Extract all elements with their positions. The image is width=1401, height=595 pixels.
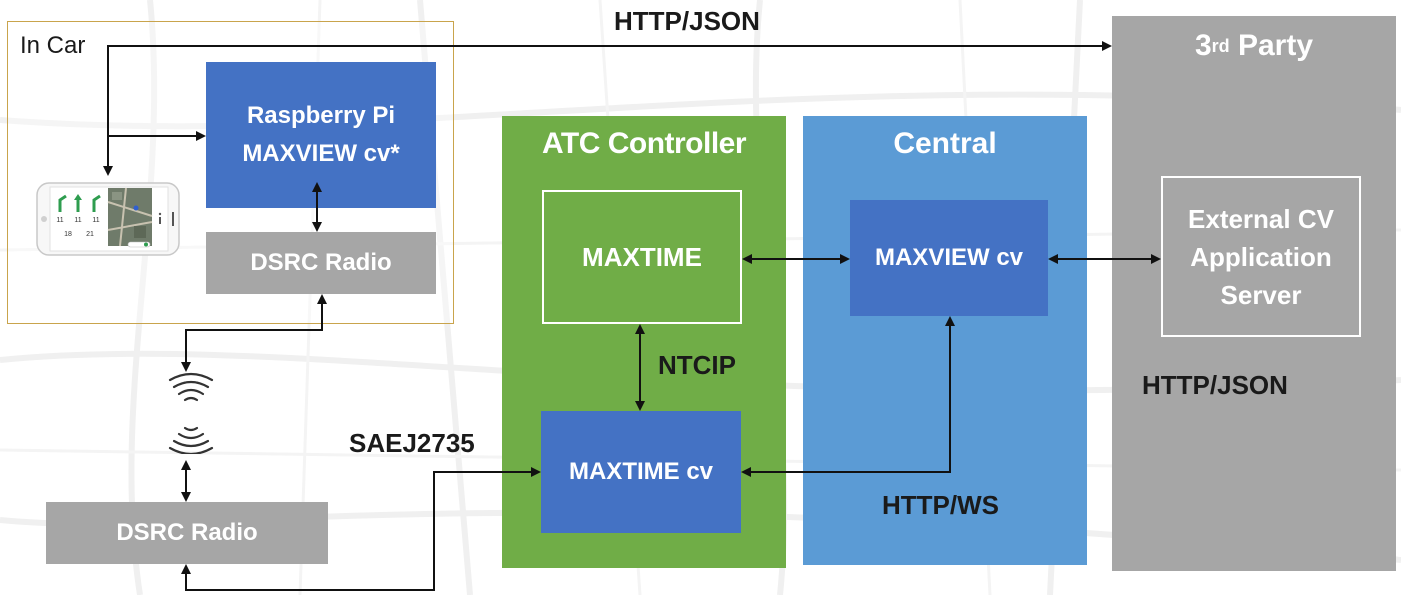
third-party-title-text: Party bbox=[1229, 29, 1314, 62]
maxtime-box: MAXTIME bbox=[542, 190, 742, 324]
maxtime-cv-box: MAXTIME cv bbox=[541, 411, 741, 533]
svg-text:11: 11 bbox=[56, 217, 63, 224]
maxview-cv-central-box: MAXVIEW cv bbox=[850, 200, 1048, 316]
smartphone-image: 11 11 11 18 21 bbox=[36, 182, 180, 256]
in-car-label: In Car bbox=[20, 32, 86, 59]
http-json-third-party-label: HTTP/JSON bbox=[1142, 370, 1288, 400]
svg-text:11: 11 bbox=[74, 217, 81, 224]
third-party-title-number: 3 bbox=[1194, 29, 1212, 62]
third-party-title-suffix: rd bbox=[1211, 35, 1230, 56]
external-cv-server-box: External CV Application Server bbox=[1161, 176, 1361, 337]
http-ws-label: HTTP/WS bbox=[882, 490, 999, 520]
phone-map-thumbnail bbox=[107, 187, 153, 247]
svg-text:21: 21 bbox=[86, 231, 94, 238]
http-json-top-label: HTTP/JSON bbox=[614, 6, 760, 36]
external-cv-line-3: Server bbox=[1220, 279, 1302, 310]
ntcip-label: NTCIP bbox=[658, 350, 736, 380]
svg-text:18: 18 bbox=[64, 231, 72, 238]
dsrc-radio-car: DSRC Radio bbox=[206, 232, 436, 294]
svg-text:11: 11 bbox=[92, 217, 99, 224]
external-cv-line-1: External CV bbox=[1188, 203, 1334, 234]
external-cv-line-2: Application bbox=[1190, 241, 1332, 272]
wireless-signal-icon bbox=[168, 372, 214, 454]
turn-arrows-icon bbox=[58, 194, 101, 212]
saej2735-label: SAEJ2735 bbox=[349, 428, 475, 458]
